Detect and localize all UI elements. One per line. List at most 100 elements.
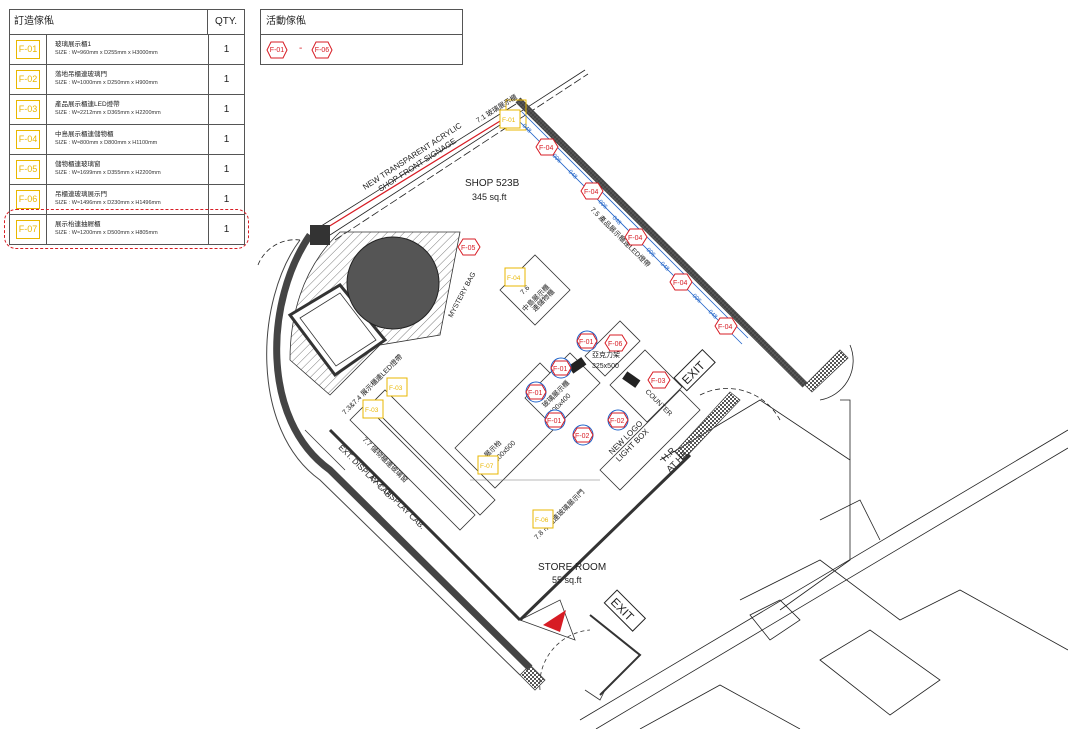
schedule-code: F-04 [15, 130, 41, 149]
schedule-code: F-05 [15, 160, 41, 179]
store-name: STORE ROOM [538, 562, 606, 573]
shop-area: 345 sq.ft [472, 192, 507, 202]
led-dim: 048 [567, 169, 579, 181]
mystery-bag-label: MYSTERY BAG [448, 271, 478, 319]
schedule-item-name: 產品展示櫃連LED燈帶 [55, 101, 120, 108]
circle-tag-label: F-01 [528, 390, 543, 397]
label-7-6a: 7.6 [519, 285, 531, 297]
shop-name: SHOP 523B [465, 178, 520, 189]
shop-front [310, 99, 527, 245]
shop-wall [266, 97, 849, 691]
hexagon-tag-icon [669, 273, 693, 291]
loose-furniture-legend: 活動傢俬 F-01 - F-06 [260, 9, 463, 65]
hex-tag-label: F-04 [584, 189, 599, 196]
hexagon-tag-icon [624, 228, 648, 246]
schedule-item-size: SIZE : W≈1000mm x D250mm x H900mm [55, 80, 158, 86]
schedule-item-size: SIZE : W≈2212mm x D365mm x H2200mm [55, 110, 161, 116]
schedule-row: F-02 落地吊櫃連玻璃門 SIZE : W≈1000mm x D250mm x … [10, 65, 244, 95]
legend-title: 活動傢俬 [261, 10, 462, 35]
fixed-tags: F-04 F-07 F-03 F-03 F-06 F-01 [362, 109, 554, 529]
schedule-qty: 1 [223, 164, 230, 175]
hexagon-tag-icon [457, 238, 481, 256]
schedule-qty: 1 [223, 224, 230, 235]
low-label: 亞克力架 [592, 350, 620, 359]
led-dim: 048 [707, 309, 719, 321]
legend-to: F-06 [314, 46, 330, 54]
schedule-item-size: SIZE : W≈960mm x D255mm x H3000mm [55, 50, 158, 56]
device-block [568, 357, 587, 374]
corridor-lines [329, 69, 1068, 729]
led-dim: 006 [645, 247, 657, 259]
led-dim: 006 [551, 153, 563, 165]
schedule-item-name: 落地吊櫃連玻璃門 [55, 71, 107, 78]
hex-tag-label: F-04 [718, 324, 733, 331]
schedule-row: F-04 中島展示櫃連儲物櫃 SIZE : W≈800mm x D800mm x … [10, 125, 244, 155]
door-swing [257, 239, 781, 421]
circle-tag-label: F-01 [553, 366, 568, 373]
schedule-code: F-02 [15, 70, 41, 89]
circle-tag-label: F-02 [575, 433, 590, 440]
hex-tag-label: F-04 [628, 235, 643, 242]
fixed-tag-label: F-01 [502, 117, 516, 124]
schedule-row: F-03 產品展示櫃連LED燈帶 SIZE : W≈2212mm x D365mm… [10, 95, 244, 125]
schedule-item-size: SIZE : W≈800mm x D800mm x H1100mm [55, 140, 158, 146]
fixed-tag-label: F-06 [535, 517, 549, 524]
schedule-header-qty: QTY. [214, 16, 238, 27]
schedule-qty: 1 [223, 194, 230, 205]
schedule-row: F-05 儲物櫃連玻璃窗 SIZE : W≈1699mm x D355mm x H… [10, 155, 244, 185]
hexagon-tag-icon [604, 334, 628, 352]
schedule-qty: 1 [223, 44, 230, 55]
schedule-item-name: 中島展示櫃連儲物櫃 [55, 131, 114, 138]
schedule-code: F-03 [15, 100, 41, 119]
schedule-item-name: 展示枱連抽屜櫃 [55, 221, 101, 228]
legend-sep: - [299, 43, 303, 54]
schedule-qty: 1 [223, 134, 230, 145]
schedule-header-item: 訂造傢俬 [10, 10, 208, 34]
schedule-header: 訂造傢俬 QTY. [10, 10, 244, 35]
led-dim: 006 [597, 199, 609, 211]
hexagon-tag-icon: F-01 [266, 41, 288, 59]
signage-text-1: NEW TRANSPARENT ACRYLIC [361, 121, 463, 192]
schedule-qty: 1 [223, 104, 230, 115]
hexagon-tag-icon: F-06 [311, 41, 333, 59]
fixed-tag-label: F-03 [389, 385, 403, 392]
schedule-item-name: 吊櫃連玻璃展示門 [55, 191, 107, 198]
schedule-code: F-01 [15, 40, 41, 59]
hex-tag-label: F-05 [461, 245, 476, 252]
schedule-code: F-06 [15, 190, 41, 209]
led-dim: 006 [691, 293, 703, 305]
circle-tag-label: F-01 [579, 339, 594, 346]
hexagon-tag-icon [647, 371, 671, 389]
fixed-tag-label: F-03 [365, 407, 379, 414]
hex-tag-label: F-04 [673, 280, 688, 287]
hex-tag-label: F-06 [608, 341, 623, 348]
schedule-row: F-06 吊櫃連玻璃展示門 SIZE : W≈1496mm x D230mm x … [10, 185, 244, 215]
circle-tag-label: F-02 [610, 418, 625, 425]
schedule-item-name: 儲物櫃連玻璃窗 [55, 161, 101, 168]
low-size: 325x500 [592, 363, 619, 370]
led-dim: 048 [659, 261, 671, 273]
schedule-qty: 1 [223, 74, 230, 85]
device-block [622, 371, 641, 388]
schedule-code: F-07 [15, 220, 41, 239]
hexagon-tag-icon [535, 138, 559, 156]
north-arrow-icon [543, 610, 566, 632]
hex-tag-label: F-04 [539, 145, 554, 152]
fixed-tag-label: F-04 [507, 275, 521, 282]
led-dim: 048 [611, 215, 623, 227]
circle-tag-label: F-01 [547, 418, 562, 425]
led-dim: 048 [521, 123, 533, 135]
schedule-item-size: SIZE : W≈1496mm x D230mm x H1496mm [55, 200, 161, 206]
loose-tags: F-04 F-04 F-04 F-04 F-04 F-05 F-06 F-03 [457, 138, 738, 389]
schedule-item-size: SIZE : W≈1699mm x D355mm x H2200mm [55, 170, 161, 176]
hexagon-tag-icon [580, 182, 604, 200]
circle-tags: F-01 F-01 F-01 F-01 F-02 F-02 [525, 330, 629, 446]
legend-from: F-01 [269, 46, 285, 54]
store-area: 55 sq.ft [552, 575, 582, 585]
fixed-tag-label: F-07 [480, 463, 494, 470]
hex-tag-label: F-03 [651, 378, 666, 385]
